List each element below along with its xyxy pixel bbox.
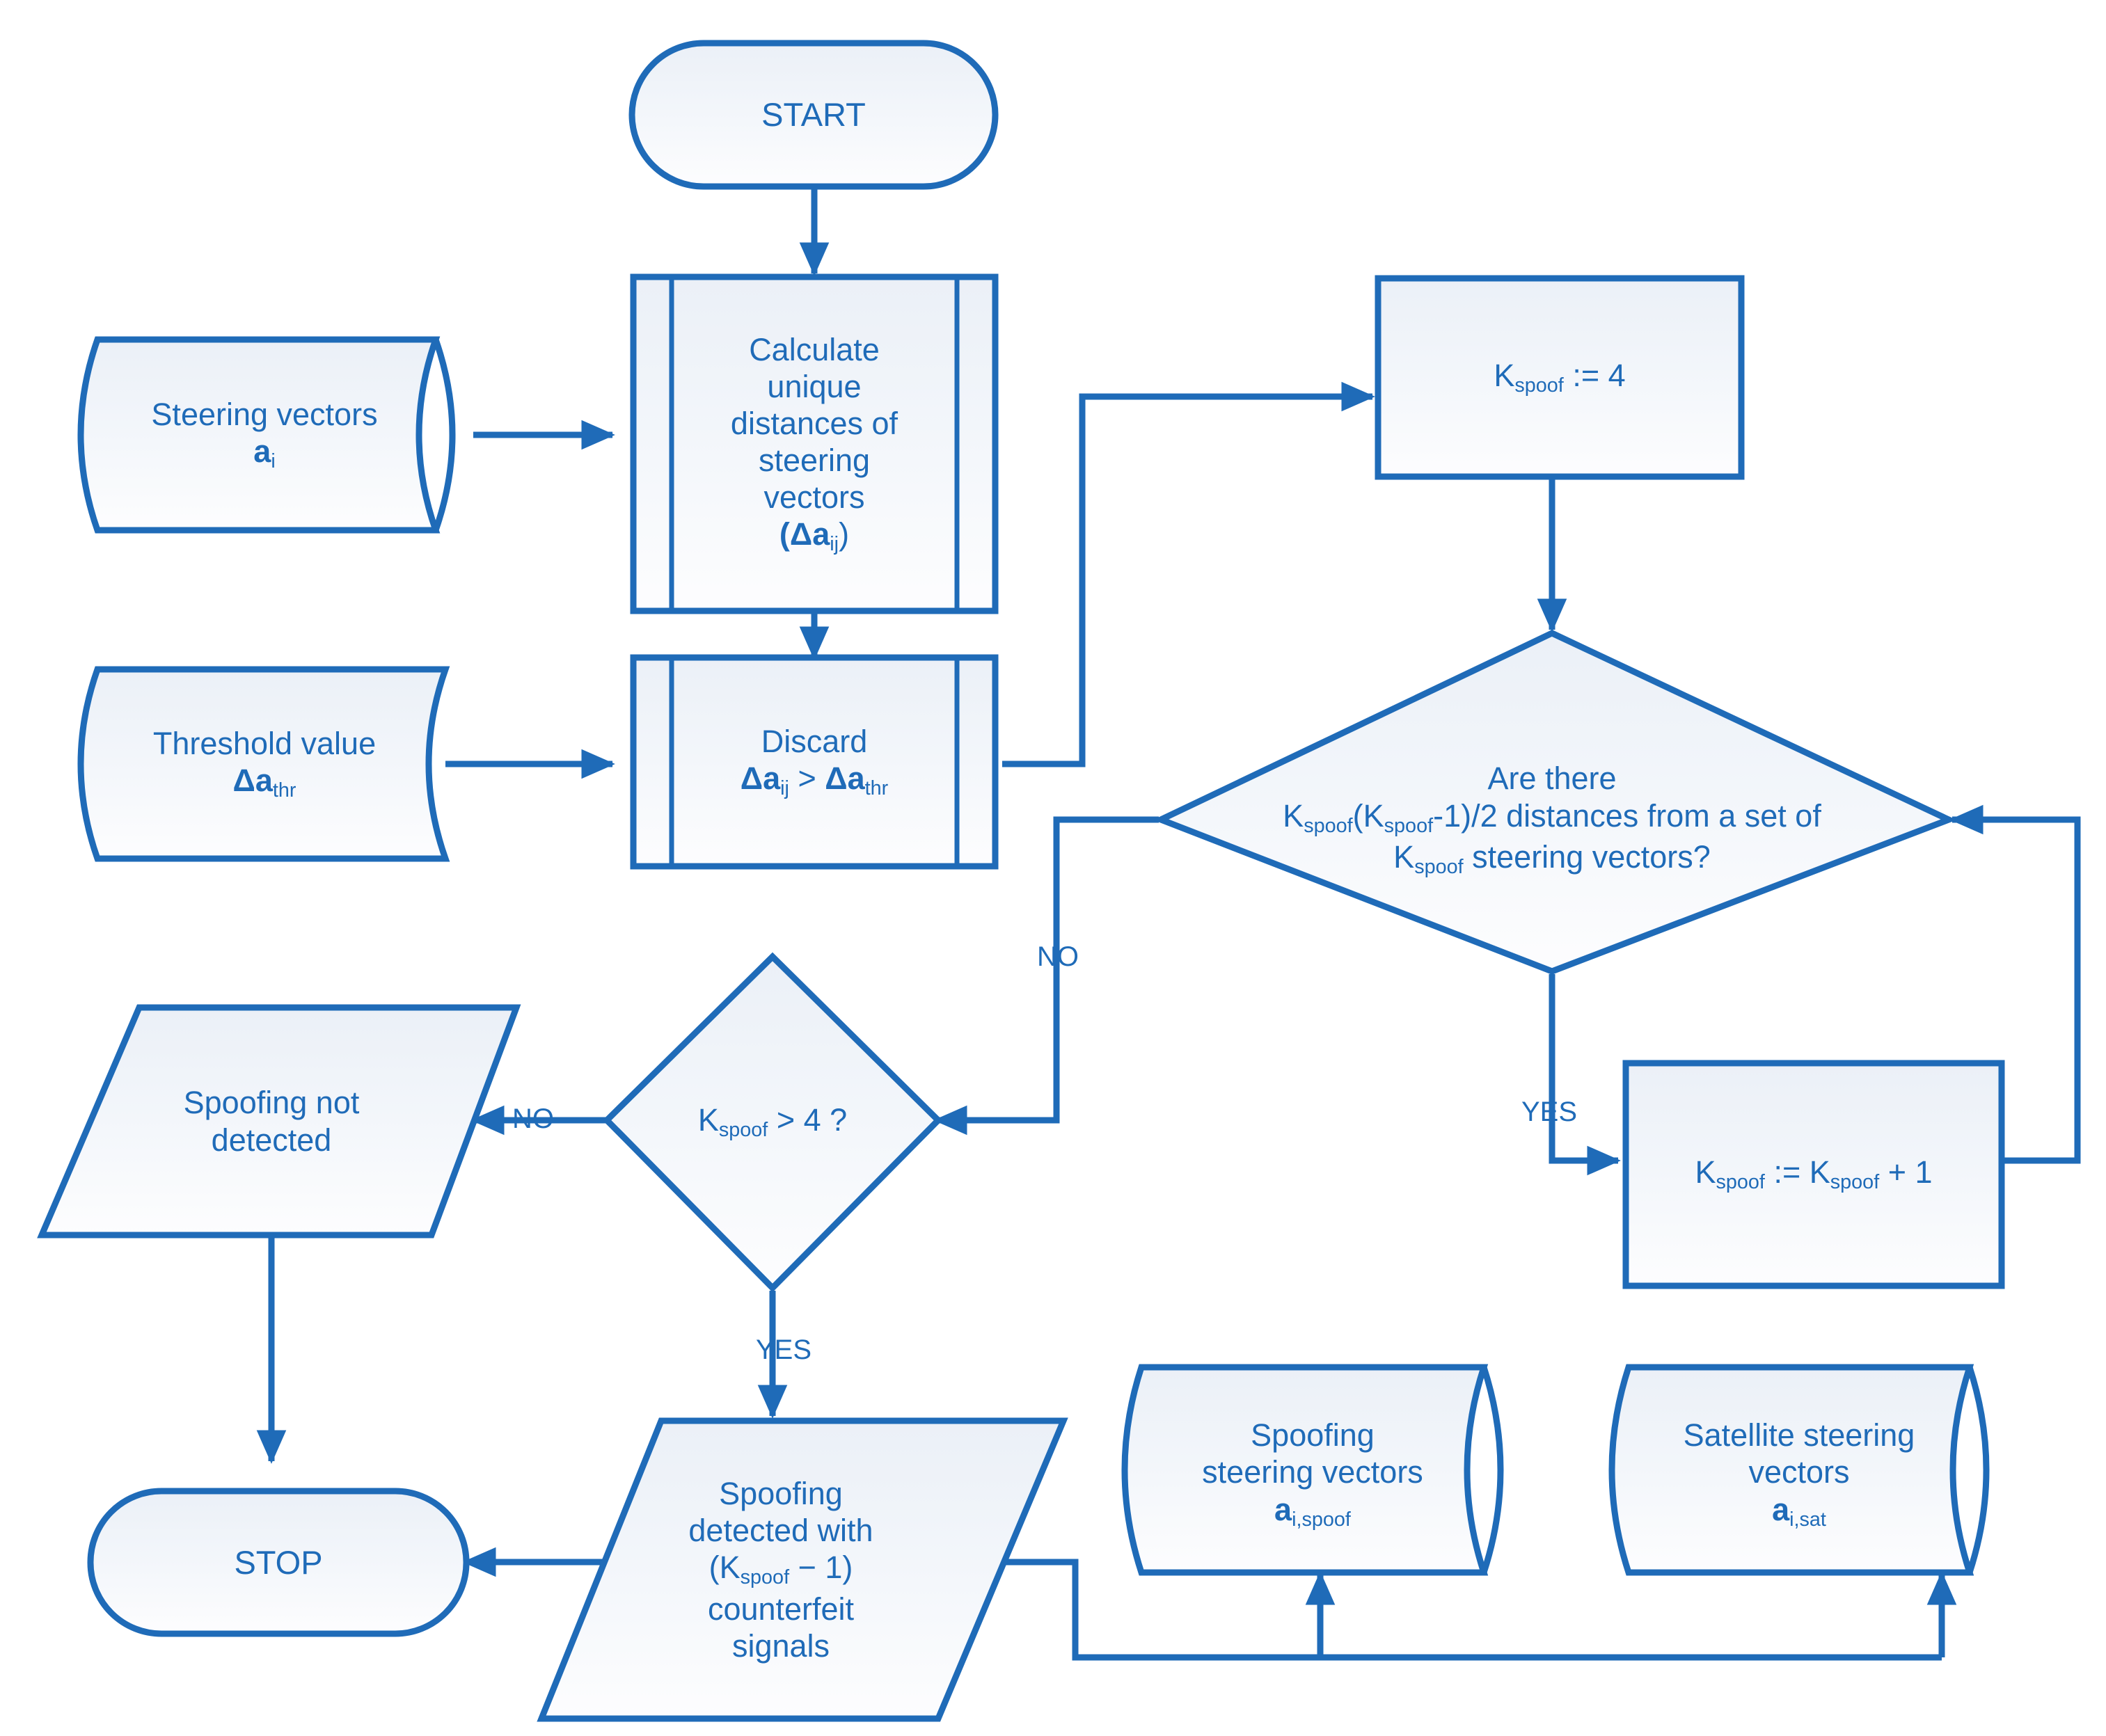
node-calculate-distances[interactable] [630,273,999,614]
node-spoofing-detected[interactable] [537,1417,1068,1722]
edge-label-kspoof-gt4-yes: YES [756,1335,812,1365]
node-start[interactable] [628,40,999,190]
node-satellite-vectors-store-cap [1966,1366,1990,1574]
edge-label-decision-no: NO [1037,941,1079,972]
edge-label-kspoof-gt4-no: NO [512,1104,554,1134]
edge-detected-to-stores-bus [999,1559,1942,1661]
node-spoofing-vectors-store[interactable] [1121,1364,1489,1576]
node-spoofing-vectors-store-cap [1480,1366,1504,1574]
node-init-kspoof[interactable] [1375,275,1745,480]
node-increment-kspoof[interactable] [1622,1060,2005,1289]
node-decision-kspoof-gt4[interactable] [602,952,943,1293]
node-satellite-vectors-store[interactable] [1608,1364,1974,1576]
edge-increment-to-decision-loop [1949,804,2081,1164]
node-decision-distances[interactable] [1153,630,1957,975]
node-steering-vectors-store-cap [432,338,456,532]
edge-label-decision-yes: YES [1521,1097,1578,1127]
node-spoofing-not-detected[interactable] [37,1004,521,1239]
node-discard[interactable] [630,654,999,870]
node-steering-vectors-store[interactable] [77,336,441,534]
node-stop[interactable] [87,1488,470,1637]
edge-decision-yes-to-increment [1549,974,1621,1176]
edge-discard-to-init-kspoof [1002,381,1375,767]
node-threshold-store[interactable] [77,666,450,862]
edge-decision-no-to-kspoof-gt4 [933,816,1159,1136]
